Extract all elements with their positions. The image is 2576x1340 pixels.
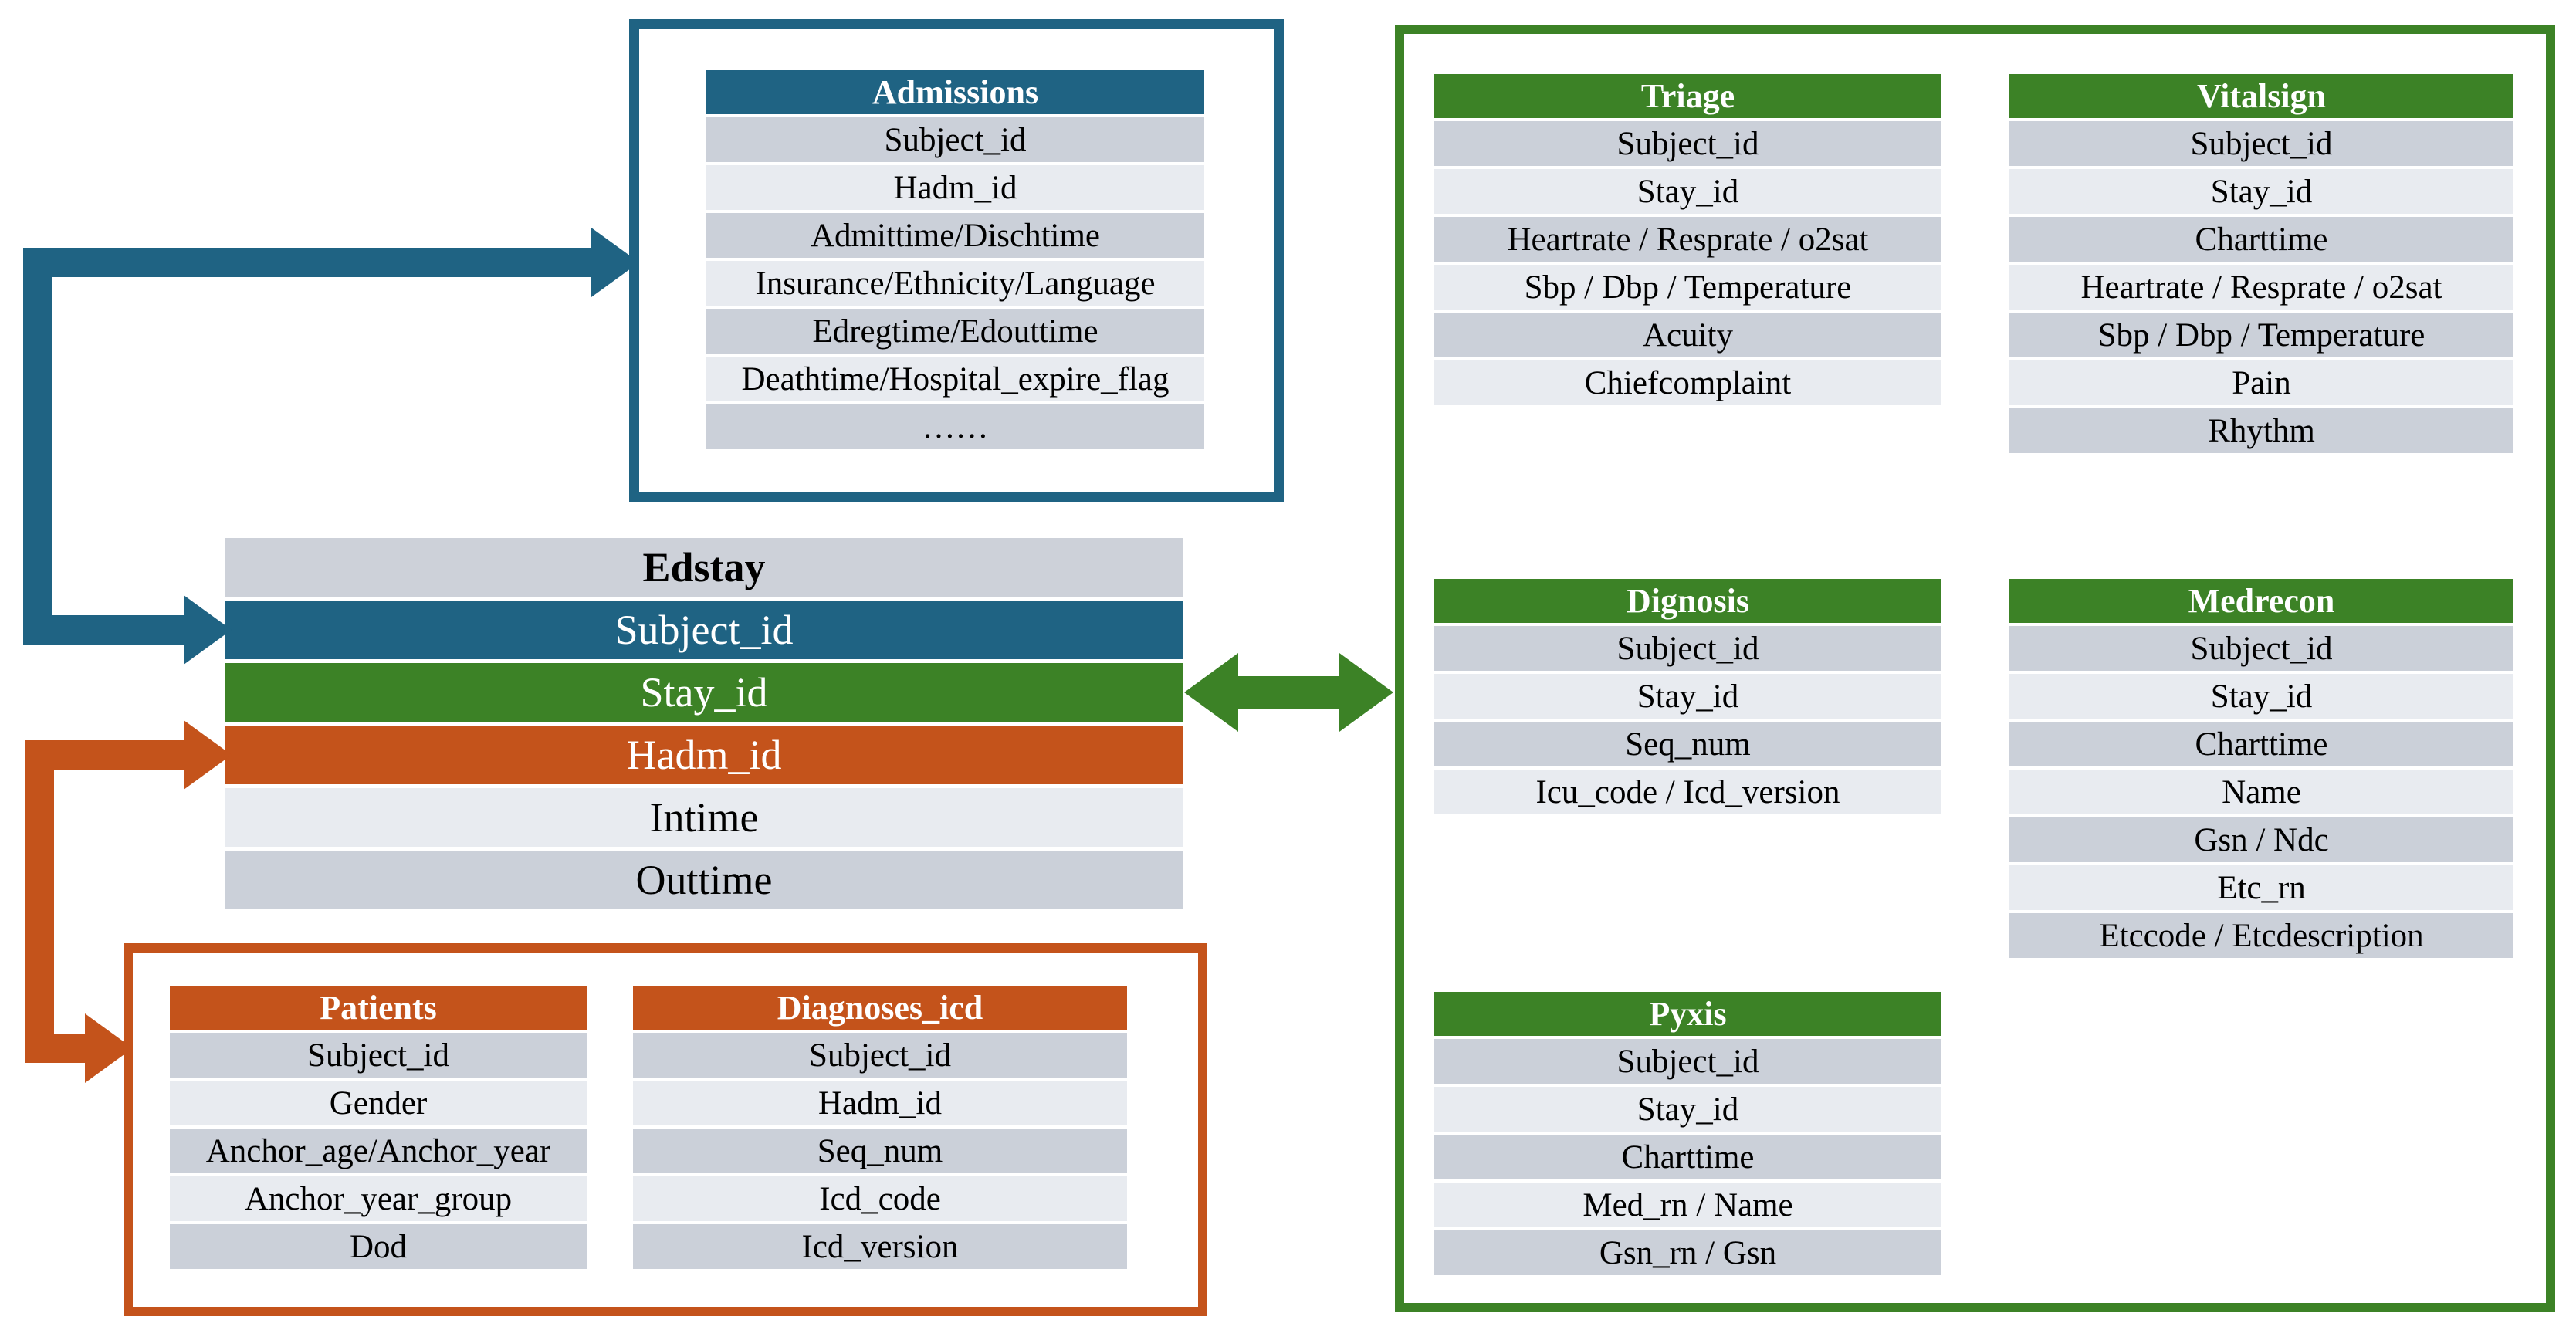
dignosis-table: Dignosis Subject_id Stay_id Seq_num Icu_… — [1434, 579, 1941, 814]
table-row: Icu_code / Icd_version — [1434, 770, 1941, 814]
table-row: Charttime — [2009, 722, 2513, 766]
edstay-table-title: Edstay — [225, 538, 1183, 597]
table-row: Subject_id — [706, 117, 1204, 162]
table-row: Stay_id — [2009, 169, 2513, 214]
vitalsign-table: Vitalsign Subject_id Stay_id Charttime H… — [2009, 74, 2513, 453]
diagnoses-icd-table-title: Diagnoses_icd — [633, 986, 1127, 1030]
medrecon-table-title: Medrecon — [2009, 579, 2513, 623]
table-row: Acuity — [1434, 313, 1941, 357]
table-row: Outtime — [225, 851, 1183, 909]
table-row: Subject_id — [1434, 1039, 1941, 1084]
table-row: Gsn / Ndc — [2009, 817, 2513, 862]
arrowhead-left-icon — [1184, 653, 1238, 732]
dignosis-table-title: Dignosis — [1434, 579, 1941, 623]
table-row: Subject_id — [2009, 121, 2513, 166]
diagnoses-icd-table: Diagnoses_icd Subject_id Hadm_id Seq_num… — [633, 986, 1127, 1269]
table-row: Charttime — [1434, 1135, 1941, 1179]
table-row: Sbp / Dbp / Temperature — [1434, 265, 1941, 310]
table-row: Stay_id — [2009, 674, 2513, 719]
table-row: Gender — [170, 1081, 587, 1125]
table-row: Icd_version — [633, 1224, 1127, 1269]
table-row: Pain — [2009, 360, 2513, 405]
arrowhead-right-icon — [184, 595, 232, 665]
ed-tables-group-box — [1395, 25, 2555, 1312]
table-row: Heartrate / Resprate / o2sat — [1434, 217, 1941, 262]
triage-table-title: Triage — [1434, 74, 1941, 118]
table-row: Gsn_rn / Gsn — [1434, 1230, 1941, 1275]
edstay-row-subject-id: Subject_id — [225, 601, 1183, 659]
table-row: Subject_id — [2009, 626, 2513, 671]
patients-table: Patients Subject_id Gender Anchor_age/An… — [170, 986, 587, 1269]
patients-table-title: Patients — [170, 986, 587, 1030]
vitalsign-table-title: Vitalsign — [2009, 74, 2513, 118]
arrowhead-right-icon — [184, 720, 232, 790]
admissions-table-title: Admissions — [706, 70, 1204, 114]
pyxis-table-title: Pyxis — [1434, 992, 1941, 1036]
table-row: Seq_num — [1434, 722, 1941, 766]
table-row: Subject_id — [633, 1033, 1127, 1078]
table-row: Heartrate / Resprate / o2sat — [2009, 265, 2513, 310]
table-row: Name — [2009, 770, 2513, 814]
table-row: Subject_id — [170, 1033, 587, 1078]
table-row: Etccode / Etcdescription — [2009, 913, 2513, 958]
table-row: Subject_id — [1434, 121, 1941, 166]
arrowhead-right-icon — [1339, 653, 1393, 732]
table-row: Etc_rn — [2009, 865, 2513, 910]
table-row: Anchor_year_group — [170, 1176, 587, 1221]
pyxis-table: Pyxis Subject_id Stay_id Charttime Med_r… — [1434, 992, 1941, 1275]
table-row: Sbp / Dbp / Temperature — [2009, 313, 2513, 357]
table-row: Stay_id — [1434, 674, 1941, 719]
edstay-row-hadm-id: Hadm_id — [225, 726, 1183, 784]
table-row: Hadm_id — [706, 165, 1204, 210]
table-row: Stay_id — [1434, 1087, 1941, 1132]
table-row: Deathtime/Hospital_expire_flag — [706, 357, 1204, 401]
edstay-table: Edstay Subject_id Stay_id Hadm_id Intime… — [225, 538, 1183, 909]
table-row: Icd_code — [633, 1176, 1127, 1221]
hospital-tables-group-box — [124, 943, 1207, 1316]
table-row: Charttime — [2009, 217, 2513, 262]
table-row: Anchor_age/Anchor_year — [170, 1129, 587, 1173]
stayid-edtables-connector — [1184, 653, 1393, 732]
table-row: Edregtime/Edouttime — [706, 309, 1204, 354]
table-row-ellipsis: …… — [706, 404, 1204, 449]
table-row: Subject_id — [1434, 626, 1941, 671]
table-row: Chiefcomplaint — [1434, 360, 1941, 405]
table-row: Insurance/Ethnicity/Language — [706, 261, 1204, 306]
triage-table: Triage Subject_id Stay_id Heartrate / Re… — [1434, 74, 1941, 405]
admissions-table: Admissions Subject_id Hadm_id Admittime/… — [706, 70, 1204, 449]
table-row: Dod — [170, 1224, 587, 1269]
table-row: Med_rn / Name — [1434, 1183, 1941, 1227]
table-row: Intime — [225, 788, 1183, 847]
edstay-row-stay-id: Stay_id — [225, 663, 1183, 722]
table-row: Rhythm — [2009, 408, 2513, 453]
table-row: Seq_num — [633, 1129, 1127, 1173]
table-row: Admittime/Dischtime — [706, 213, 1204, 258]
medrecon-table: Medrecon Subject_id Stay_id Charttime Na… — [2009, 579, 2513, 958]
table-row: Stay_id — [1434, 169, 1941, 214]
table-row: Hadm_id — [633, 1081, 1127, 1125]
